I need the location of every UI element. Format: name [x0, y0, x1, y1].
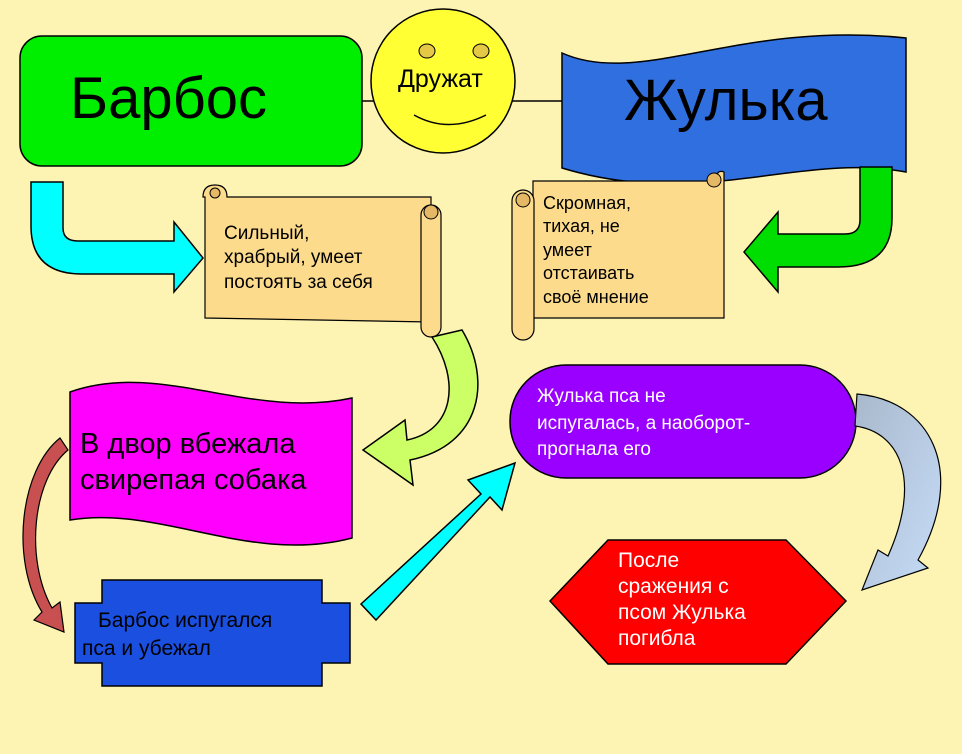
druzhat-label: Дружат — [398, 65, 483, 93]
dog-banner — [69, 381, 353, 546]
zhulka-chased-text: Жулька пса не испугалась, а наоборот- пр… — [537, 384, 750, 464]
smiley-icon — [370, 8, 516, 154]
arrow-barbos-fled-to-zhulka-chased — [359, 461, 517, 622]
zhulka-died-line: сражения с — [618, 575, 729, 599]
zhulka-traits-line: Скромная, — [543, 193, 631, 213]
zhulka-label: Жулька — [624, 68, 828, 133]
barbos-fled-box — [74, 579, 351, 687]
arrow-zhulka-to-traits — [743, 166, 893, 295]
zhulka-died-text: После сражения с псом Жулька погибла — [618, 548, 746, 652]
zhulka-died-hexagon — [548, 539, 848, 665]
zhulka-traits-scroll — [511, 170, 725, 341]
barbos-traits-text: Сильный, храбрый, умеет постоять за себя — [224, 222, 373, 295]
barbos-traits-line: постоять за себя — [224, 271, 373, 293]
zhulka-traits-line: отстаивать — [543, 263, 635, 284]
zhulka-traits-text: Скромная, тихая, не умеет отстаивать сво… — [543, 192, 649, 309]
arrow-dog-to-barbos-fled — [22, 437, 69, 633]
zhulka-died-line: После — [618, 549, 680, 572]
barbos-fled-text: Барбос испугался пса и убежал — [82, 607, 272, 664]
zhulka-chased-line: испугалась, а наоборот- — [537, 412, 751, 434]
zhulka-died-line: псом Жулька — [618, 601, 746, 625]
zhulka-chased-line: Жулька пса не — [537, 386, 666, 407]
barbos-traits-line: храбрый, умеет — [224, 247, 363, 269]
dog-came-text: В двор вбежала свирепая собака — [80, 426, 306, 499]
zhulka-traits-line: умеет — [543, 239, 592, 260]
zhulka-traits-line: тихая, не — [543, 216, 620, 237]
zhulka-chased-line: прогнала его — [537, 439, 651, 461]
barbos-box — [19, 35, 363, 167]
zhulka-died-line: погибла — [618, 627, 696, 651]
arrow-traits-to-dog — [361, 329, 479, 487]
barbos-fled-line: Барбос испугался — [98, 609, 273, 632]
barbos-traits-scroll — [202, 184, 442, 338]
dog-came-line: свирепая собака — [80, 464, 307, 497]
arrow-barbos-to-traits — [30, 181, 204, 295]
arrow-zhulka-chased-to-died — [854, 393, 942, 591]
barbos-fled-line: пса и убежал — [82, 637, 211, 661]
zhulka-traits-line: своё мнение — [543, 286, 649, 307]
dog-came-line: В двор вбежала — [80, 428, 296, 460]
barbos-traits-line: Сильный, — [224, 223, 310, 244]
barbos-label: Барбос — [70, 66, 268, 131]
